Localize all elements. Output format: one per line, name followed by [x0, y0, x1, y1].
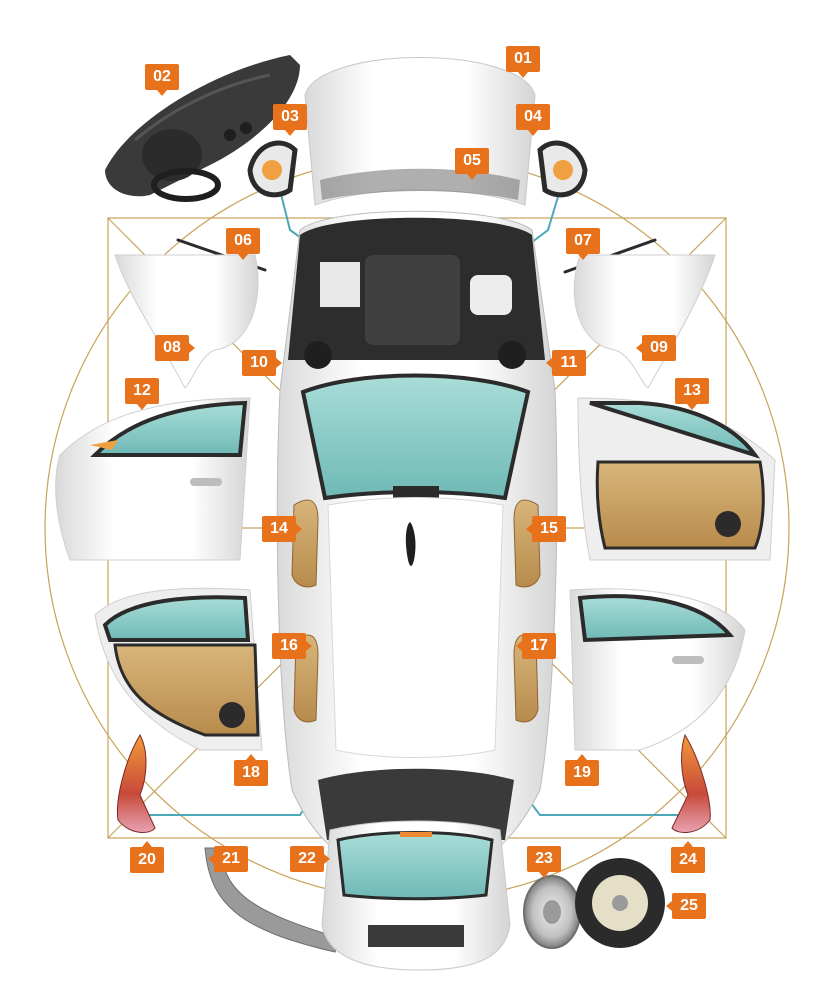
dashboard-part — [105, 55, 300, 202]
rear-left-door-part — [94, 587, 263, 751]
callout-18: 18 — [234, 754, 268, 786]
callout-21: 21 — [208, 846, 248, 872]
left-headlight-part — [247, 140, 298, 198]
callout-19: 19 — [565, 754, 599, 786]
callout-15: 15 — [526, 516, 566, 542]
callout-10: 10 — [242, 350, 282, 376]
callout-23: 23 — [527, 846, 561, 878]
callout-07: 07 — [566, 228, 600, 260]
callout-02: 02 — [145, 64, 179, 96]
callout-08: 08 — [155, 335, 195, 361]
callout-03: 03 — [273, 104, 307, 136]
alloy-wheel-part — [523, 875, 581, 949]
callout-01: 01 — [506, 46, 540, 78]
callout-25: 25 — [666, 893, 706, 919]
callout-11: 11 — [546, 350, 586, 376]
callout-22: 22 — [290, 846, 330, 872]
trunk-lid-part — [321, 820, 511, 971]
callout-05: 05 — [455, 148, 489, 180]
left-tail-light-part — [116, 733, 156, 833]
hood-part — [304, 57, 536, 206]
left-fender-part — [114, 254, 259, 389]
front-right-door-part — [577, 397, 776, 561]
right-tail-light-part — [671, 733, 711, 833]
tire-part — [575, 858, 665, 948]
callout-16: 16 — [272, 633, 312, 659]
callout-14: 14 — [262, 516, 302, 542]
right-headlight-part — [537, 140, 588, 198]
callout-17: 17 — [516, 633, 556, 659]
callout-06: 06 — [226, 228, 260, 260]
front-left-door-part — [55, 397, 251, 561]
callout-12: 12 — [125, 378, 159, 410]
callout-04: 04 — [516, 104, 550, 136]
callout-20: 20 — [130, 841, 164, 873]
rear-right-door-part — [569, 588, 746, 751]
callout-13: 13 — [675, 378, 709, 410]
car-body-top-view — [276, 210, 558, 861]
callout-24: 24 — [671, 841, 705, 873]
callout-09: 09 — [636, 335, 676, 361]
right-fender-part — [573, 254, 716, 389]
